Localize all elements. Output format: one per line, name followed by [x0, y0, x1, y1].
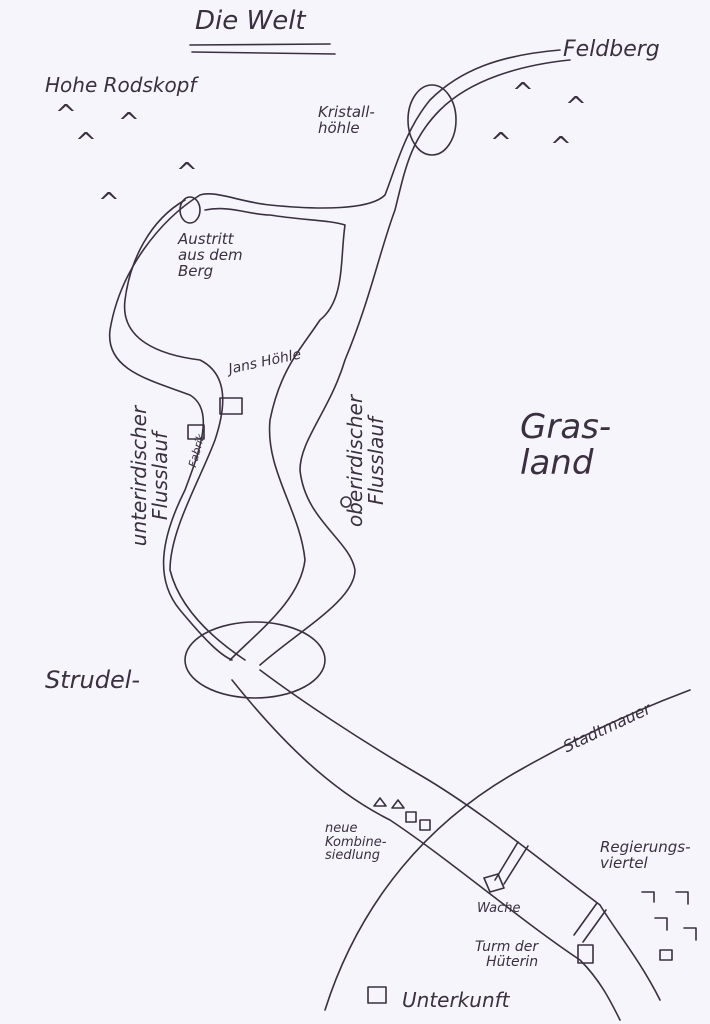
label-feldberg: Feldberg — [563, 37, 660, 62]
label-unterkunft: Unterkunft — [402, 988, 510, 1012]
label-oberirdisch: oberirdischer Flusslauf — [343, 394, 389, 528]
mountain-icon: ^ — [550, 132, 572, 162]
label-wache: Wache — [477, 901, 521, 916]
austritt-circle — [179, 196, 201, 224]
mountain-icon: ^ — [512, 78, 534, 108]
label-strudel: Strudel- — [45, 666, 141, 694]
river-underground-outer — [123, 199, 246, 661]
unterkunft-building — [367, 986, 387, 1004]
mountain-icon: ^ — [176, 158, 198, 188]
regierung-houses — [641, 891, 697, 961]
river-upper-inner-right — [259, 59, 571, 666]
map-title: Die Welt — [195, 6, 306, 36]
river-lower-right-bank — [259, 669, 661, 1001]
strudel-circle — [184, 621, 326, 699]
label-austritt: Austritt aus dem Berg — [178, 230, 243, 280]
river-lower-left-bank — [231, 679, 621, 1021]
kombine-houses — [373, 797, 431, 831]
mountain-icon: ^ — [55, 100, 77, 130]
label-kristallhoehle: Kristall- höhle — [318, 103, 375, 137]
wache-building — [483, 873, 505, 893]
mountain-icon: ^ — [118, 108, 140, 138]
label-unterirdisch: unterirdischer Flusslauf — [127, 405, 173, 547]
turm-building — [577, 944, 594, 964]
mountain-icon: ^ — [75, 128, 97, 158]
river-upper-left-bank — [108, 49, 561, 661]
label-regierung: Regierungs- viertel — [600, 838, 691, 872]
river-upper-inner-left — [204, 207, 346, 661]
label-hohe-rodskopf: Hohe Rodskopf — [45, 73, 197, 97]
mountain-icon: ^ — [490, 128, 512, 158]
title-underline — [189, 43, 336, 55]
mountain-icon: ^ — [98, 188, 120, 218]
oberirdisch-marker — [340, 496, 352, 508]
bridge-2 — [573, 902, 607, 943]
fabrik-building — [187, 424, 205, 440]
bridge-1 — [494, 841, 529, 885]
label-grasland: Gras- land — [520, 407, 612, 483]
jans-hoehle-building — [219, 397, 243, 415]
label-turm: Turm der Hüterin — [475, 939, 539, 970]
label-kombine: neue Kombine- siedlung — [325, 821, 387, 864]
kristallhoehle-circle — [407, 84, 457, 156]
mountain-icon: ^ — [565, 92, 587, 122]
city-wall — [324, 689, 691, 1011]
